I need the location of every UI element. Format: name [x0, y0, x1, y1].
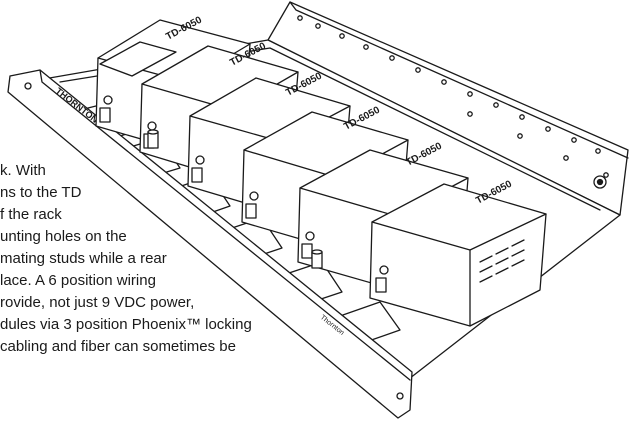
rear-wall-holes — [297, 15, 609, 178]
front-faceplate-fold — [39, 69, 411, 381]
module-6-vents — [479, 239, 525, 283]
module-6 — [369, 183, 547, 327]
standoff-left — [147, 129, 159, 149]
ground-stud — [593, 175, 607, 189]
rear-wall-top-edge — [289, 1, 629, 159]
standoff-right — [311, 249, 323, 269]
faceplate-screw-left — [24, 82, 32, 90]
faceplate-screw-right — [396, 392, 404, 400]
